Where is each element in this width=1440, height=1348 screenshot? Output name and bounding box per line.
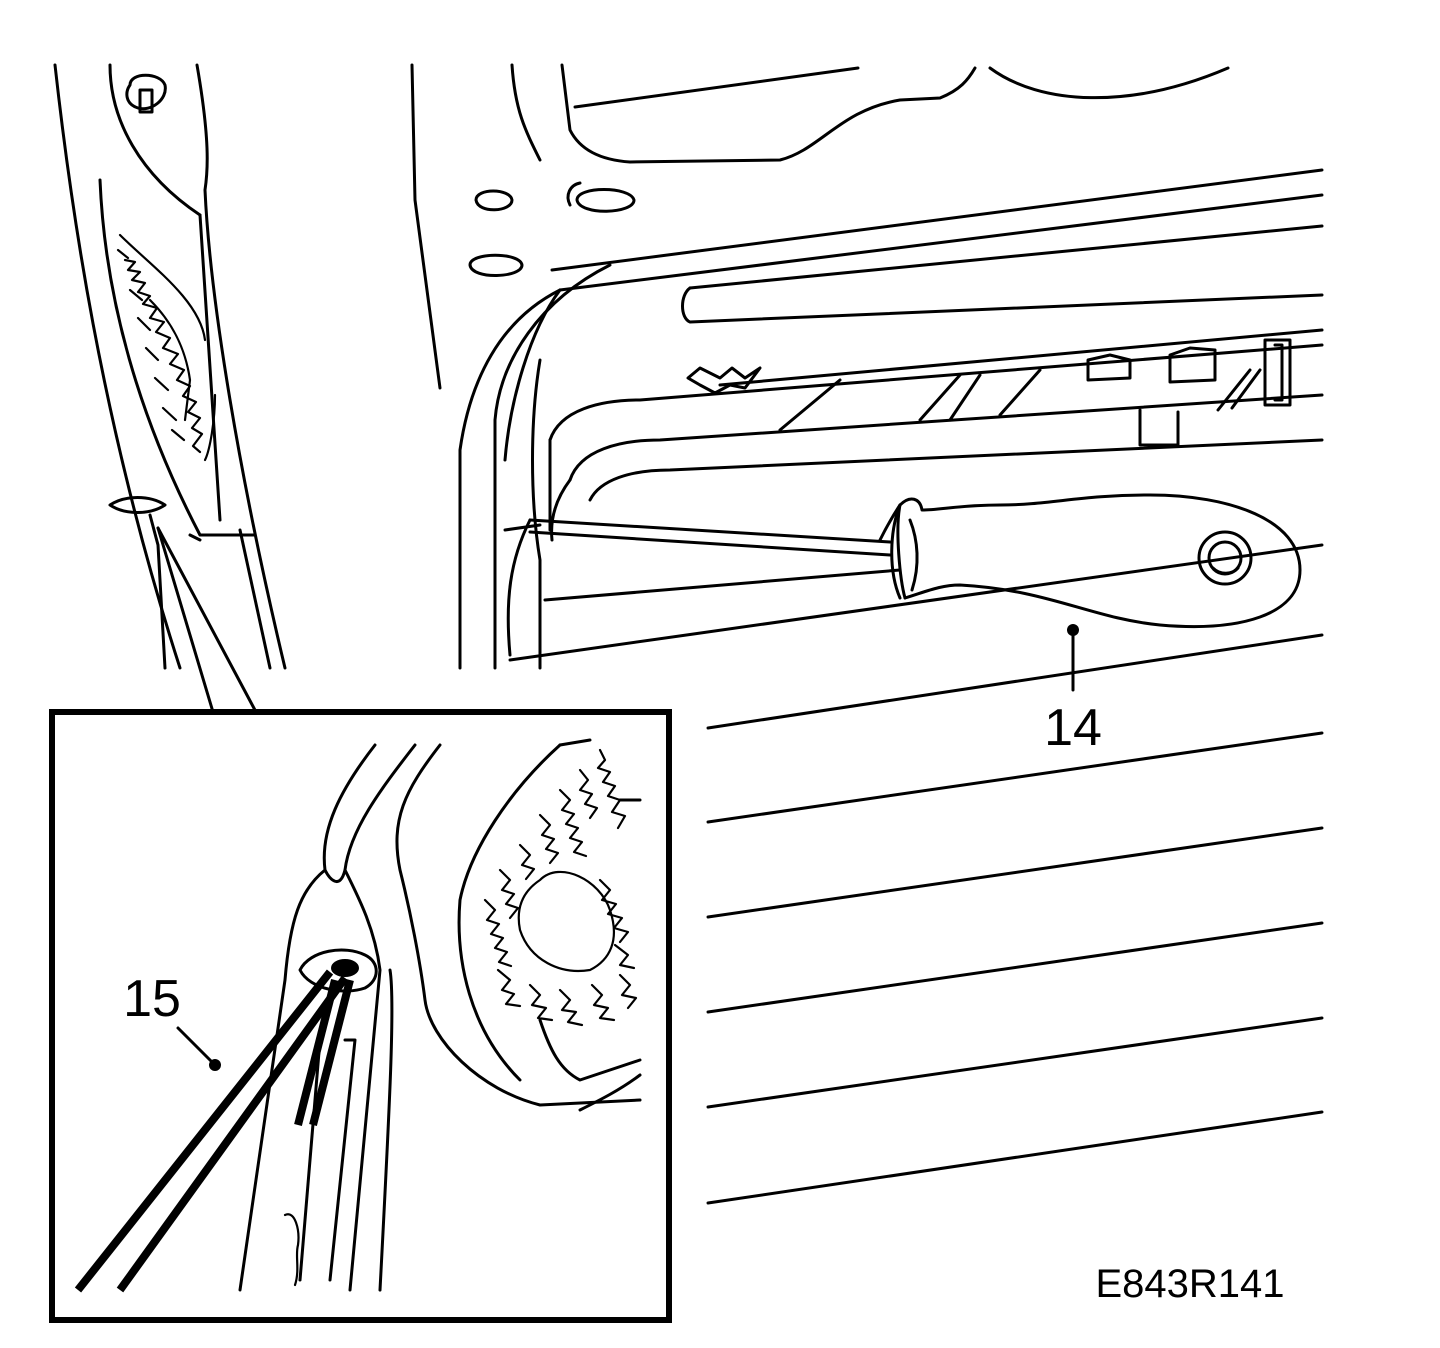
callout-15: 15 xyxy=(123,970,221,1071)
figure-code: E843R141 xyxy=(1095,1262,1284,1306)
door-pillar xyxy=(53,63,287,670)
detail-pointer xyxy=(156,526,258,714)
detail-inset xyxy=(49,709,672,1323)
screwdriver-tool xyxy=(528,493,1302,629)
door-panel xyxy=(410,63,1324,670)
callout-14-label: 14 xyxy=(1044,699,1102,757)
callout-14: 14 xyxy=(1044,624,1102,757)
lower-panel-lines xyxy=(706,633,1324,1205)
callout-15-label: 15 xyxy=(123,970,181,1028)
